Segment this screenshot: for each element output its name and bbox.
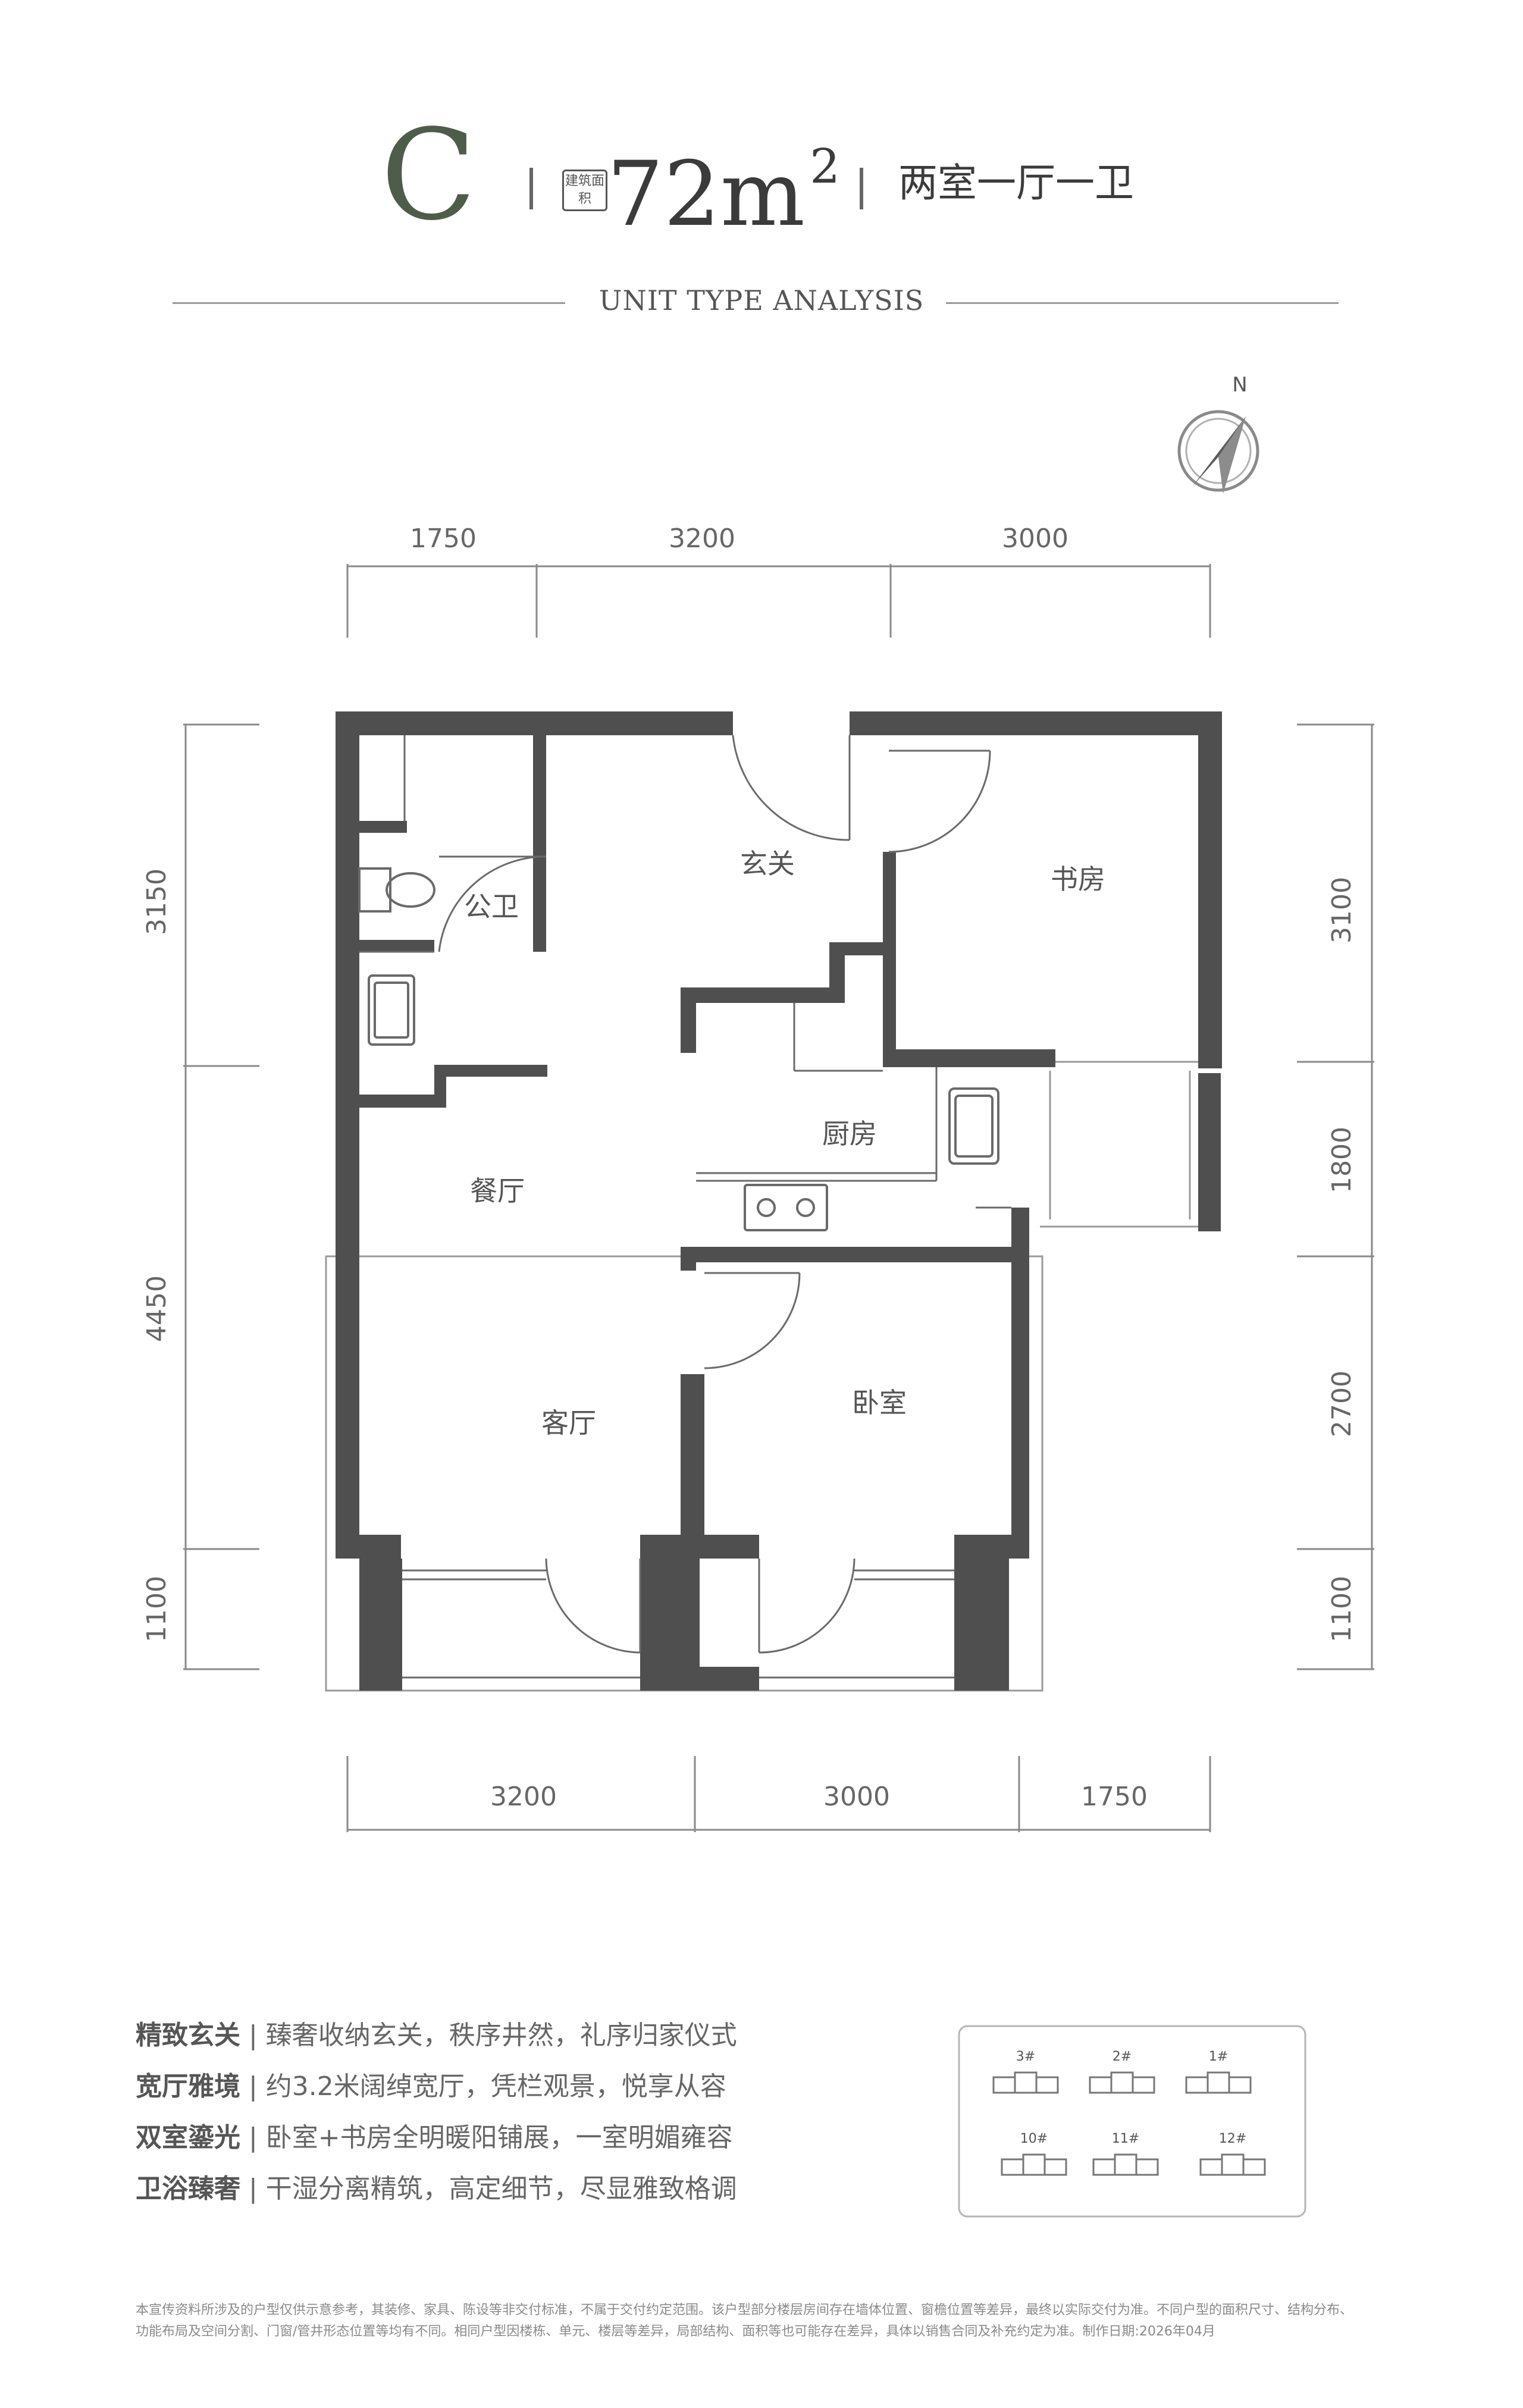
- feature-item: 双室鎏光 | 卧室+书房全明暖阳铺展，一室明媚雍容: [136, 2122, 733, 2153]
- floor-plan: N 1750 3200 3000 3200 3000 1750 3150 445…: [142, 373, 1374, 1832]
- subtitle-rule-left: [173, 302, 565, 304]
- dim-right-1: 3100: [1327, 877, 1357, 943]
- building-label: 2#: [1113, 2049, 1132, 2064]
- feature-text: 卧室+书房全明暖阳铺展，一室明媚雍容: [265, 2122, 733, 2153]
- subtitle-rule-right: [946, 302, 1339, 304]
- doors: [359, 735, 1011, 1679]
- feature-title: 宽厅雅境: [136, 2071, 240, 2102]
- area-number: 72m: [607, 143, 806, 246]
- room-kitchen: 厨房: [822, 1118, 877, 1150]
- room-study: 书房: [1051, 863, 1105, 895]
- feature-item: 卫浴臻奢 | 干湿分离精筑，高定细节，尽显雅致格调: [136, 2174, 737, 2204]
- subtitle: UNIT TYPE ANALYSIS: [598, 284, 925, 316]
- dim-top-1: 1750: [410, 523, 477, 554]
- dim-right-2: 1800: [1327, 1127, 1357, 1193]
- toilet-tank-icon: [358, 867, 391, 913]
- building-label: 10#: [1020, 2131, 1048, 2146]
- area-tag: 建筑面积: [562, 170, 607, 211]
- dim-right-3: 2700: [1327, 1371, 1357, 1437]
- walls: [336, 711, 1222, 1691]
- dim-top-3: 3000: [1002, 523, 1068, 554]
- feature-text: 臻奢收纳玄关，秩序井然，礼序归家仪式: [265, 2020, 737, 2050]
- feature-title: 卫浴臻奢: [136, 2174, 240, 2204]
- building-label: 1#: [1209, 2049, 1228, 2064]
- building-label: 11#: [1112, 2131, 1139, 2146]
- balcony-outlines: [325, 1061, 1214, 1692]
- dim-left-2: 4450: [142, 1275, 172, 1342]
- dim-left-3: 1100: [142, 1576, 172, 1642]
- disclaimer: 本宣传资料所涉及的户型仅供示意参考，其装修、家具、陈设等非交付标准，不属于交付约…: [136, 2300, 1385, 2343]
- compass-label: N: [1232, 373, 1247, 397]
- building-label: 12#: [1219, 2131, 1246, 2146]
- unit-letter: C: [381, 102, 477, 248]
- stove-icon: [744, 1184, 828, 1231]
- feature-title: 精致玄关: [136, 2020, 240, 2050]
- dim-right-4: 1100: [1327, 1576, 1357, 1642]
- building-blocks: [992, 2071, 1266, 2176]
- disclaimer-line: 功能布局及空间分割、门窗/管井形态位置等均有不同。相同户型因楼栋、单元、楼层等差…: [136, 2324, 1215, 2339]
- toilet-icon: [386, 872, 435, 908]
- room-toilet: 公卫: [464, 891, 519, 923]
- kitchen-sink-icon: [948, 1087, 999, 1165]
- key-plan: 3# 2# 1# 10# 11# 12#: [958, 2025, 1306, 2218]
- disclaimer-line: 本宣传资料所涉及的户型仅供示意参考，其装修、家具、陈设等非交付标准，不属于交付约…: [136, 2303, 1353, 2318]
- title-divider: [529, 168, 533, 209]
- room-dining: 餐厅: [470, 1175, 525, 1207]
- feature-text: 约3.2米阔绰宽厅，凭栏观景，悦享从容: [265, 2071, 726, 2102]
- dim-bottom-1: 3200: [490, 1782, 557, 1812]
- compass-icon: N: [1177, 373, 1259, 494]
- room-living: 客厅: [541, 1407, 596, 1439]
- washbasin-icon: [368, 974, 415, 1046]
- dim-top-2: 3200: [669, 523, 735, 554]
- dim-bottom-2: 3000: [823, 1782, 890, 1812]
- title-divider: [860, 168, 863, 209]
- feature-title: 双室鎏光: [136, 2122, 240, 2153]
- building-label: 3#: [1016, 2049, 1035, 2064]
- feature-item: 精致玄关 | 臻奢收纳玄关，秩序井然，礼序归家仪式: [136, 2020, 737, 2050]
- area-superscript: 2: [810, 139, 841, 194]
- fixtures: [358, 867, 999, 1231]
- room-labels: 玄关 书房 公卫 厨房 餐厅 客厅 卧室: [464, 848, 1105, 1439]
- dimension-lines: [183, 564, 1374, 1832]
- unit-type: 两室一厅一卫: [898, 160, 1134, 206]
- feature-item: 宽厅雅境 | 约3.2米阔绰宽厅，凭栏观景，悦享从容: [136, 2071, 726, 2102]
- feature-text: 干湿分离精筑，高定细节，尽显雅致格调: [265, 2174, 737, 2204]
- dim-bottom-3: 1750: [1081, 1782, 1148, 1812]
- room-entry: 玄关: [740, 848, 795, 880]
- dimension-labels: 1750 3200 3000 3200 3000 1750 3150 4450 …: [142, 523, 1357, 1812]
- dim-left-1: 3150: [142, 868, 172, 935]
- building-labels: 3# 2# 1# 10# 11# 12#: [1016, 2049, 1246, 2146]
- room-bedroom: 卧室: [852, 1387, 907, 1419]
